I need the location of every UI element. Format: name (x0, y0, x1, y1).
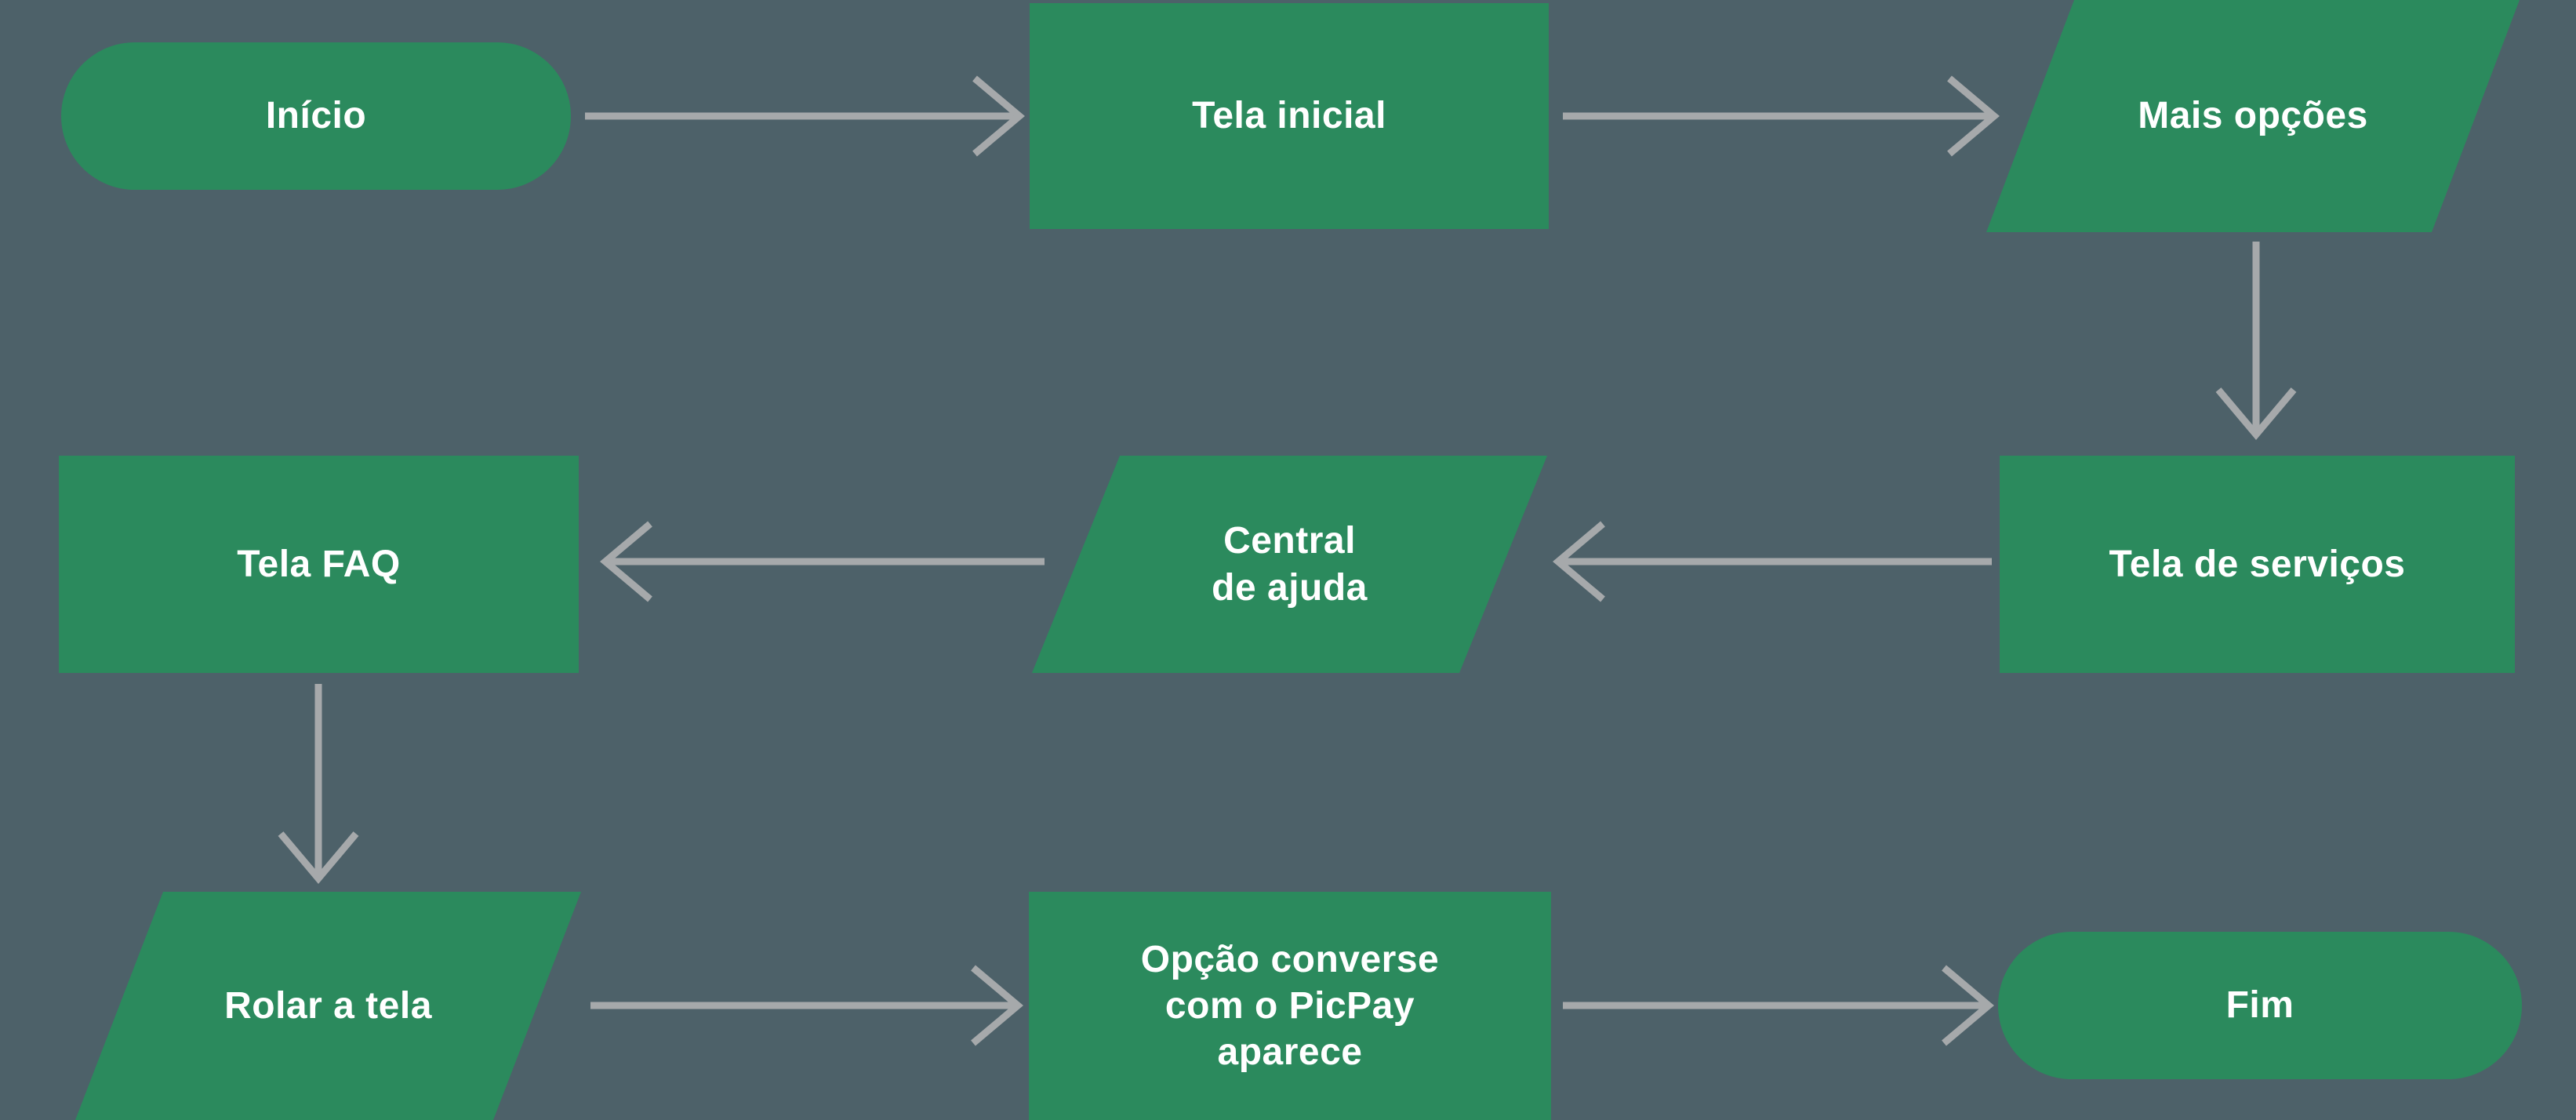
node-fim-label: Fim (2225, 984, 2294, 1027)
node-opcao-converse-label: Opção converse com o PicPay aparece (1140, 938, 1440, 1074)
arrow-rolar-a-tela-to-opcao-converse (590, 965, 1023, 1046)
node-tela-faq: Tela FAQ (59, 456, 579, 673)
node-rolar-a-tela-label: Rolar a tela (224, 984, 432, 1027)
arrow-tela-faq-to-rolar-a-tela (278, 684, 359, 884)
arrow-central-de-ajuda-to-tela-faq (600, 521, 1045, 602)
node-mais-opcoes-label: Mais opções (2138, 95, 2368, 137)
node-fim: Fim (1998, 932, 2522, 1079)
node-tela-inicial: Tela inicial (1030, 3, 1549, 229)
node-tela-inicial-label: Tela inicial (1192, 95, 1386, 137)
node-tela-de-servicos: Tela de serviços (2000, 456, 2515, 673)
node-opcao-converse: Opção converse com o PicPay aparece (1029, 892, 1551, 1120)
arrow-tela-inicial-to-mais-opcoes (1563, 75, 2000, 157)
node-rolar-a-tela: Rolar a tela (75, 892, 581, 1120)
arrow-inicio-to-tela-inicial (585, 75, 1025, 157)
node-tela-de-servicos-label: Tela de serviços (2109, 543, 2406, 585)
node-tela-faq-label: Tela FAQ (237, 543, 401, 585)
arrow-opcao-converse-to-fim (1563, 965, 1994, 1046)
node-mais-opcoes: Mais opções (1986, 0, 2520, 232)
node-inicio: Início (61, 42, 571, 190)
node-central-de-ajuda: Central de ajuda (1032, 456, 1547, 673)
node-inicio-label: Início (265, 95, 367, 137)
arrow-tela-de-servicos-to-central-de-ajuda (1553, 521, 1992, 602)
arrow-mais-opcoes-to-tela-de-servicos (2215, 242, 2297, 440)
node-central-de-ajuda-label: Central de ajuda (1212, 520, 1368, 609)
